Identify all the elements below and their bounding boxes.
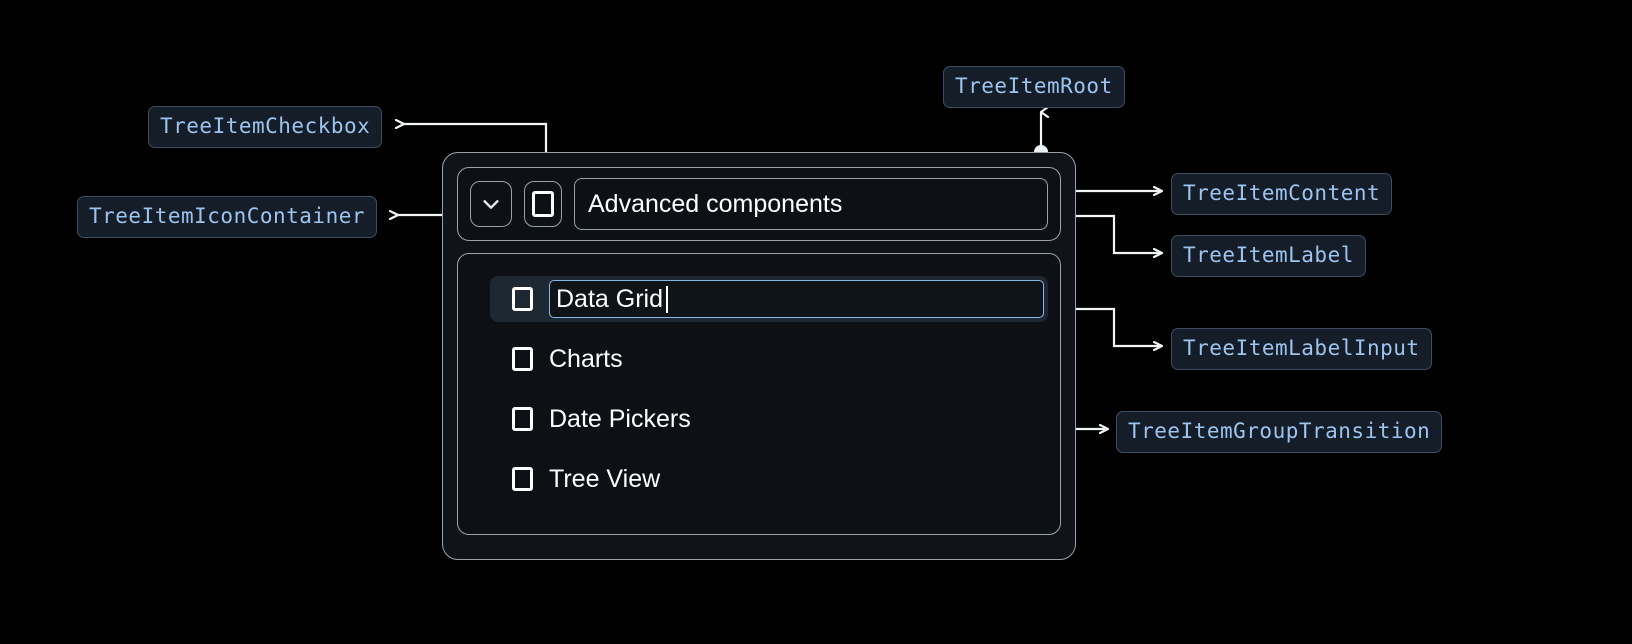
tree-item-child-charts[interactable]: Charts	[490, 336, 1048, 382]
tree-item-child-label: Tree View	[549, 464, 661, 493]
tree-item-checkbox[interactable]	[524, 181, 562, 227]
tree-item-root[interactable]: Advanced components Data Grid Charts Dat…	[442, 152, 1076, 560]
chevron-down-icon	[483, 200, 499, 209]
annotation-tree-item-group-transition: TreeItemGroupTransition	[1116, 411, 1443, 453]
annotation-tree-item-root: TreeItemRoot	[943, 66, 1125, 108]
annotation-tree-item-content: TreeItemContent	[1171, 173, 1393, 215]
checkbox-unchecked-icon[interactable]	[512, 467, 533, 491]
tree-item-child-date-pickers[interactable]: Date Pickers	[490, 396, 1048, 442]
tree-item-content[interactable]: Advanced components	[457, 167, 1061, 241]
annotation-tree-item-icon-container: TreeItemIconContainer	[77, 196, 378, 238]
checkbox-unchecked-icon[interactable]	[512, 407, 533, 431]
checkbox-unchecked-icon[interactable]	[512, 347, 533, 371]
tree-item-label-text: Advanced components	[588, 189, 843, 218]
tree-item-label-input[interactable]: Data Grid	[549, 280, 1044, 318]
tree-item-child-data-grid[interactable]: Data Grid	[490, 276, 1048, 322]
tree-item-label[interactable]: Advanced components	[574, 178, 1048, 230]
checkbox-unchecked-icon[interactable]	[512, 287, 533, 311]
text-caret	[665, 285, 668, 313]
checkbox-unchecked-icon	[532, 191, 554, 217]
annotation-tree-item-checkbox: TreeItemCheckbox	[148, 106, 383, 148]
tree-item-child-tree-view[interactable]: Tree View	[490, 456, 1048, 502]
tree-item-icon-container[interactable]	[470, 181, 512, 227]
annotation-tree-item-label-input: TreeItemLabelInput	[1171, 328, 1432, 370]
annotation-tree-item-label: TreeItemLabel	[1171, 235, 1366, 277]
tree-item-child-label: Date Pickers	[549, 404, 691, 433]
tree-item-child-label: Charts	[549, 344, 623, 373]
tree-item-group-transition: Data Grid Charts Date Pickers Tree View	[457, 253, 1061, 535]
label-input-value: Data Grid	[556, 284, 663, 313]
